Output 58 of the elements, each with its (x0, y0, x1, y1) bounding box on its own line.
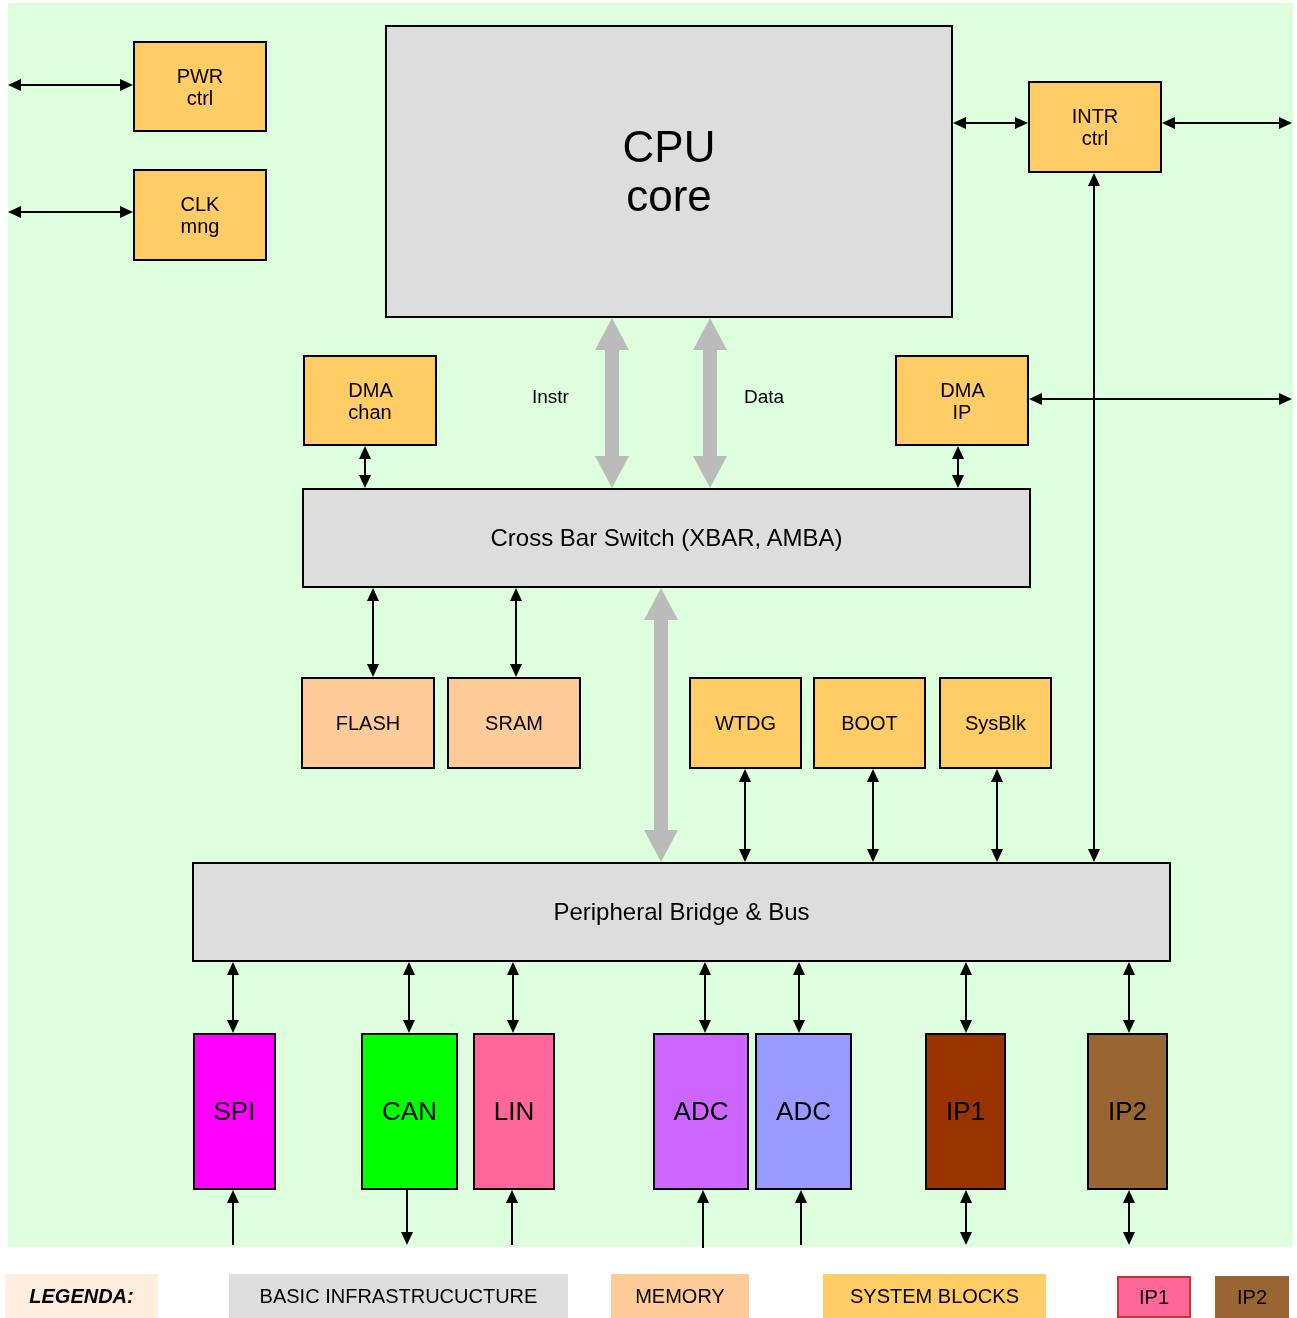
arrow (403, 962, 415, 1033)
arrow (739, 769, 751, 862)
edge-label: Data (744, 386, 785, 408)
legend-swatch: SYSTEM BLOCKS (823, 1274, 1046, 1318)
edge-label: Instr (532, 386, 569, 408)
arrow (8, 79, 133, 91)
flash-memory-box: FLASH (301, 677, 435, 769)
cpu-core-box: CPU core (385, 25, 953, 318)
arrow (367, 588, 379, 677)
arrow (507, 962, 519, 1033)
arrow (227, 1190, 239, 1246)
ip-block-box: IP1 (925, 1033, 1006, 1190)
arrow (506, 1190, 518, 1246)
arrow (359, 446, 371, 488)
can-box: CAN (361, 1033, 458, 1190)
adc-box: ADC (755, 1033, 852, 1190)
legend-swatch: IP1 (1117, 1276, 1191, 1318)
arrow (960, 1190, 972, 1245)
clock-box: CLK mng (133, 169, 267, 261)
arrow (1123, 962, 1135, 1033)
system-block-box: SysBlk (939, 677, 1052, 769)
sram-box: SRAM (447, 677, 581, 769)
dma-ip-box: DMA IP (895, 355, 1029, 446)
arrow (1088, 173, 1100, 862)
legend-swatch: MEMORY (611, 1274, 749, 1318)
crossbar-switch-box: Cross Bar Switch (XBAR, AMBA) (302, 488, 1031, 588)
arrow (1123, 1190, 1135, 1245)
legend-title: LEGENDA: (5, 1274, 158, 1318)
arrow (952, 446, 964, 488)
dma-channel-box: DMA chan (303, 355, 437, 446)
legend-swatch: BASIC INFRASTRUCUCTURE (229, 1274, 568, 1318)
arrow (227, 962, 239, 1033)
power-control-box: PWR ctrl (133, 41, 267, 132)
arrow (953, 117, 1028, 129)
arrow (699, 962, 711, 1033)
arrow (867, 769, 879, 862)
arrow (795, 1190, 807, 1246)
spi-box: SPI (193, 1033, 276, 1190)
arrow (8, 206, 133, 218)
arrow (793, 962, 805, 1033)
bus-arrow (595, 318, 629, 488)
arrow (510, 588, 522, 677)
arrow (960, 962, 972, 1033)
arrow (991, 769, 1003, 862)
watchdog-box: WTDG (689, 677, 802, 769)
peripheral-bus-box: Peripheral Bridge & Bus (192, 862, 1171, 962)
ip-block-box: IP2 (1087, 1033, 1168, 1190)
arrow (1162, 117, 1292, 129)
boot-box: BOOT (813, 677, 926, 769)
arrow (1029, 393, 1292, 405)
arrow (401, 1189, 413, 1245)
lin-box: LIN (473, 1033, 555, 1190)
arrow (697, 1190, 709, 1249)
adc-box: ADC (653, 1033, 749, 1190)
legend-swatch: IP2 (1215, 1276, 1289, 1318)
bus-arrow (644, 588, 678, 862)
interrupt-controller-box: INTR ctrl (1028, 81, 1162, 173)
bus-arrow (693, 318, 727, 488)
